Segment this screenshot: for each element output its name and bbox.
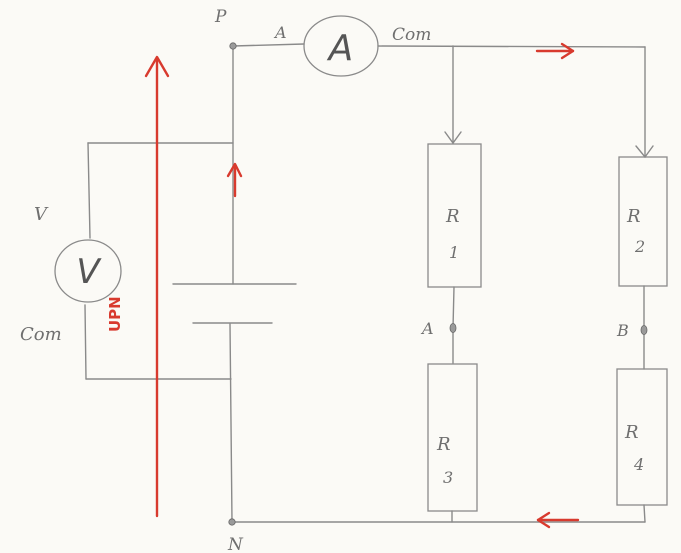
node-n-label: N	[227, 535, 244, 553]
voltage-arrow	[144, 55, 170, 518]
voltmeter-terminal-v-label: V	[34, 204, 49, 225]
ammeter-terminal-a-label: A	[273, 23, 287, 42]
node-a-label: A	[420, 319, 434, 338]
resistor-r3-letter: R	[436, 434, 451, 455]
battery-symbol	[172, 283, 297, 324]
branch2-arrow-icon	[635, 145, 654, 159]
resistor-r3-index: 3	[443, 468, 453, 487]
voltmeter-terminal-com-label: Com	[20, 324, 62, 345]
ammeter-symbol: A	[327, 28, 354, 69]
current-arrow-left-icon	[536, 511, 580, 529]
node-p-label: P	[214, 7, 227, 27]
branch-arrows	[444, 131, 654, 159]
resistor-r1-letter: R	[445, 206, 460, 227]
branch1-arrow-icon	[444, 131, 462, 145]
circuit-wires	[84, 43, 646, 523]
current-arrow-up-icon	[226, 162, 243, 198]
resistor-r2-index: 2	[634, 237, 645, 256]
voltmeter: V	[54, 239, 122, 303]
resistor-r4-index: 4	[633, 455, 644, 474]
resistor-r4: R 4	[616, 368, 668, 506]
resistor-r4-letter: R	[624, 422, 639, 443]
resistor-r2: R 2	[618, 156, 668, 287]
node-p-dot	[229, 42, 237, 50]
node-b-dot	[640, 325, 648, 335]
node-n-dot	[228, 518, 236, 526]
current-arrow-right-icon	[535, 42, 575, 60]
resistor-r1: R 1	[427, 143, 482, 288]
ammeter-terminal-com-label: Com	[392, 25, 431, 45]
voltmeter-symbol: V	[76, 252, 102, 292]
resistor-r2-letter: R	[626, 206, 641, 227]
resistor-r3: R 3	[427, 363, 478, 512]
node-a-dot	[449, 323, 457, 333]
ammeter: A	[303, 15, 379, 77]
resistor-r1-index: 1	[449, 243, 459, 262]
node-b-label: B	[616, 321, 629, 340]
voltage-upn-label: UPN	[106, 296, 124, 332]
